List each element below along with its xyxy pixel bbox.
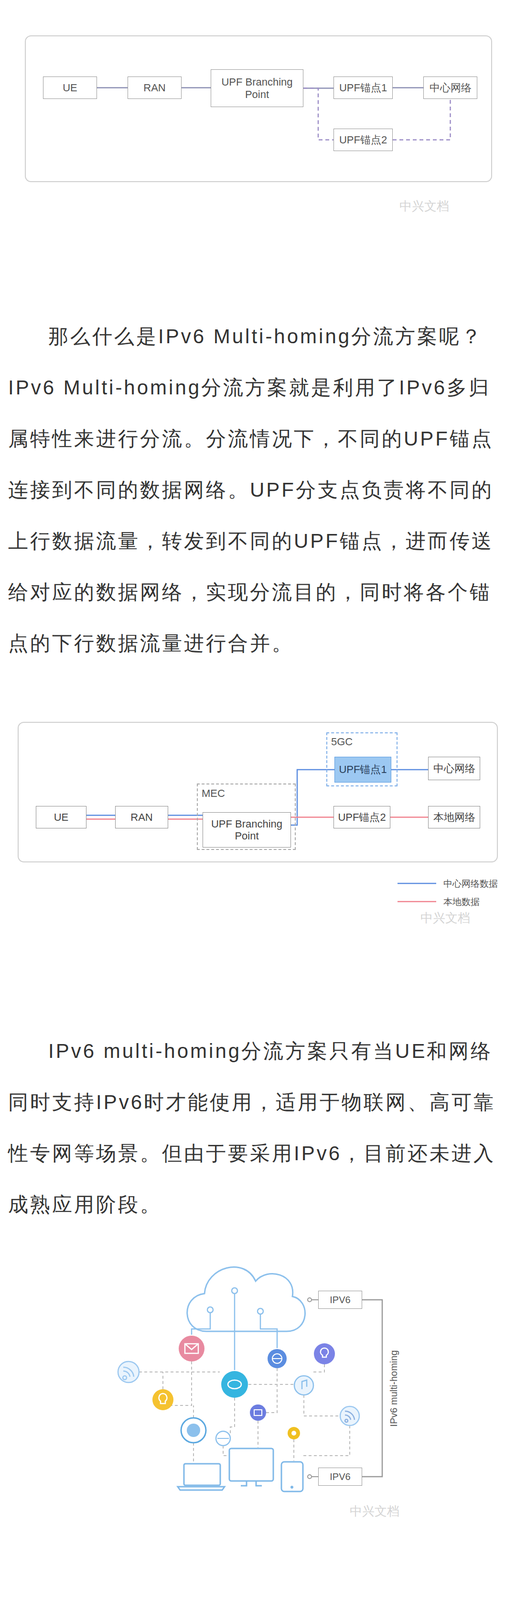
connector [362,1299,383,1476]
connector [290,769,335,825]
edge-label: IPv6 multi-homing [388,1347,400,1428]
node-text: RAN [130,810,153,823]
node-text: UPF锚点1 [338,763,387,775]
legend-text: 本地数据 [443,895,480,908]
node-text: 中心网络 [433,762,476,774]
cloud-tree [191,1287,278,1370]
body-paragraph-text: 那么什么是IPv6 Multi-homing分流方案呢？IPv6 Multi-h… [8,310,508,669]
watermark-text: 中兴文档 [349,1502,400,1519]
address-box: IPV6 [318,1290,363,1309]
node-text: IPV6 [329,1470,351,1482]
legend-item: 本地数据 [443,895,480,908]
connector [392,98,451,140]
connector [181,87,211,88]
node-text: UPF锚点1 [339,81,387,94]
process-box: UPF Branching Point [202,811,291,848]
group-box: MEC UPF Branching Point [196,783,296,850]
connector-line [303,88,334,140]
connector [86,815,116,819]
process-box: UPF锚点2 [333,128,393,151]
legend-item: 中心网络数据 [443,877,498,890]
watermark: 中兴文档 [349,1502,400,1519]
connector-line [96,86,128,89]
connector-line [86,814,116,816]
cloud-outline [187,1266,306,1331]
node-text: UPF Branching Point [214,75,301,101]
process-box: RAN [127,76,182,99]
process-box: UPF锚点1 [334,756,392,783]
diagram-panel [18,721,498,862]
watermark-text: 中兴文档 [420,909,471,926]
diagram-panel [25,35,492,182]
node-text: UPF Branching Point [205,817,288,842]
process-box: UPF锚点1 [333,76,393,99]
node-text: IPV6 [329,1293,351,1305]
node-text: UE [53,810,69,823]
connector-line [290,769,335,825]
connector-line [392,98,451,140]
process-box: 中心网络 [428,756,481,780]
node-text: RAN [143,81,166,94]
watermark: 中兴文档 [399,197,450,215]
body-paragraph: 那么什么是IPv6 Multi-homing分流方案呢？IPv6 Multi-h… [8,310,508,669]
node-text: 5GC [331,735,353,748]
body-paragraph: IPv6 multi-homing分流方案只有当UE和网络同时支持IPv6时才能… [8,1024,508,1230]
address-box: IPV6 [318,1466,363,1485]
body-paragraph-text: IPv6 multi-homing分流方案只有当UE和网络同时支持IPv6时才能… [8,1024,508,1230]
process-box: UPF锚点2 [333,805,391,828]
process-box: 中心网络 [423,76,478,99]
connector-line [86,817,116,820]
node-text: 中心网络 [429,81,472,94]
connector [290,816,334,817]
node-text: 本地网络 [433,810,476,823]
node-text: UPF锚点2 [339,133,387,146]
process-box: UE [35,805,87,828]
connector-line [392,86,424,89]
connector-line [181,86,211,89]
node-text: MEC [201,786,226,799]
connector-line [290,816,334,818]
legend-text: 中心网络数据 [443,877,498,890]
connector [390,816,429,817]
connector-line [362,1299,383,1476]
process-box: 本地网络 [428,805,481,828]
legend-line [397,900,437,903]
connector [303,88,334,140]
group-box: 5GC UPF锚点1 [326,731,398,786]
node-text: UE [62,81,78,94]
node-text: UPF锚点2 [337,810,386,823]
legend-line [397,882,437,884]
watermark-text: 中兴文档 [399,197,450,215]
dashed-links [139,1360,350,1462]
watermark: 中兴文档 [420,909,471,926]
process-box: UE [43,76,97,99]
process-box: UPF Branching Point [210,69,304,108]
process-box: RAN [115,805,169,828]
connector [96,87,128,88]
connector-line [390,816,429,818]
ipv6-pins [307,1297,319,1478]
connector [392,87,424,88]
